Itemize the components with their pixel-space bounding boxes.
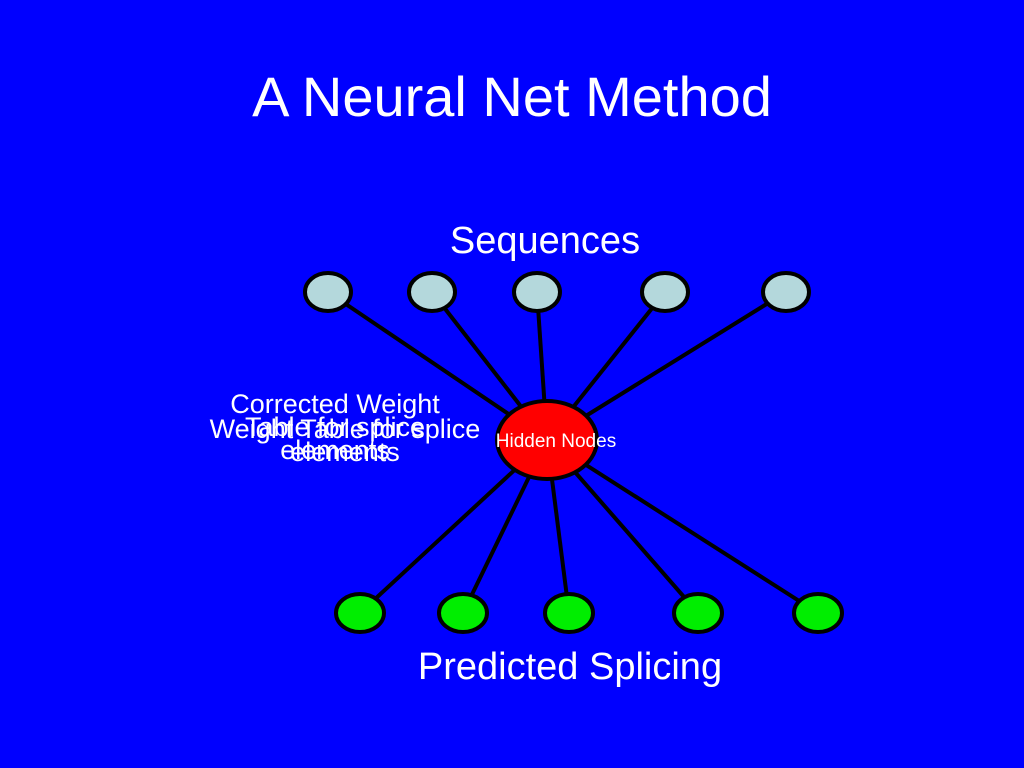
weight-table-label: Weight Table for splice elements <box>209 414 481 467</box>
hidden-node-label: Hidden Nodes <box>495 431 617 452</box>
output-node-4 <box>672 592 724 634</box>
output-layer-label: Predicted Splicing <box>417 646 723 688</box>
input-node-1 <box>303 271 353 313</box>
output-node-2 <box>437 592 489 634</box>
output-node-5 <box>792 592 844 634</box>
input-node-4 <box>640 271 690 313</box>
output-node-3 <box>543 592 595 634</box>
output-node-1 <box>334 592 386 634</box>
slide-title: A Neural Net Method <box>252 65 772 128</box>
input-node-2 <box>407 271 457 313</box>
hidden-node <box>495 399 599 481</box>
input-node-3 <box>512 271 562 313</box>
corrected-weight-table-label: Corrected Weight Table for splice elemen… <box>230 389 440 465</box>
edge-output-5 <box>545 438 820 615</box>
input-node-5 <box>761 271 811 313</box>
input-layer-label: Sequences <box>449 220 641 262</box>
